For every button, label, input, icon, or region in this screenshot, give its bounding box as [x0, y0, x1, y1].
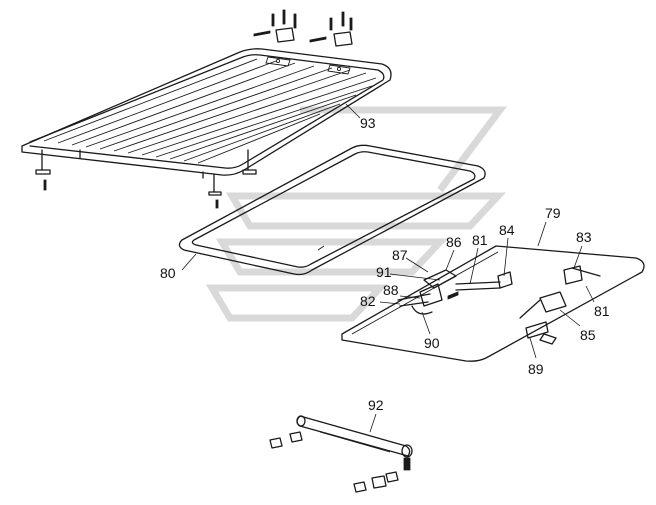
- callout-82: 82: [360, 293, 376, 309]
- callout-80: 80: [160, 265, 176, 281]
- roof-rack: [21, 48, 392, 209]
- callout-83: 83: [576, 229, 592, 245]
- leader-lines: [181, 103, 595, 433]
- hinge-mechanism: [397, 265, 601, 345]
- roller-blind: [269, 415, 413, 493]
- callout-89: 89: [528, 361, 544, 377]
- callout-85: 85: [580, 327, 596, 343]
- callout-84: 84: [499, 222, 515, 238]
- callout-92: 92: [368, 397, 384, 413]
- callout-81-lower: 81: [594, 303, 610, 319]
- callout-91: 91: [376, 264, 392, 280]
- callout-81-upper: 81: [472, 232, 488, 248]
- rack-brackets: [253, 9, 353, 47]
- callout-87: 87: [392, 247, 408, 263]
- callout-86: 86: [446, 234, 462, 250]
- callout-90: 90: [424, 335, 440, 351]
- hatch-seal-frame: [178, 144, 486, 276]
- callout-labels: 93 80 79 83 84 81 86 87 91 88 82 90 81 8…: [160, 115, 610, 413]
- callout-88: 88: [383, 282, 399, 298]
- callout-79: 79: [545, 205, 561, 221]
- callout-93: 93: [360, 115, 376, 131]
- watermark-logo: [205, 106, 507, 322]
